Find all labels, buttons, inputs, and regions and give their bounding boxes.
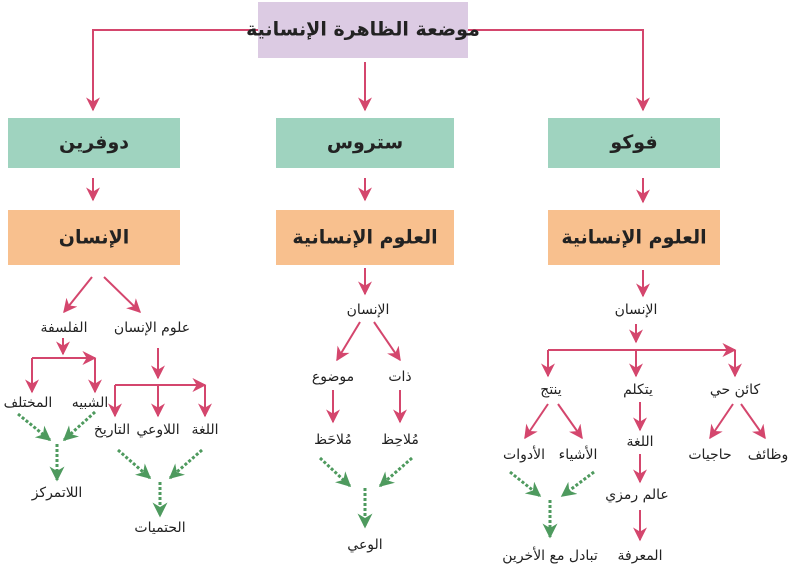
- label-functions: وظائف: [748, 447, 789, 463]
- label-philosophy: الفلسفة: [41, 320, 88, 336]
- label-exchange: تبادل مع الأخرين: [502, 546, 598, 564]
- label-observed: مُلاحَظ: [314, 432, 352, 448]
- label-knowledge: المعرفة: [618, 548, 663, 564]
- green-dashed-arrow: [117, 448, 152, 480]
- title-box: [258, 2, 468, 58]
- label-things: الأشياء: [559, 445, 598, 463]
- label-needs: حاجيات: [688, 447, 731, 463]
- label-language: اللغة: [626, 434, 653, 450]
- label-subject: ذات: [388, 369, 411, 385]
- dufrenne-concept: الإنسان: [59, 227, 129, 249]
- label-human: الإنسان: [347, 302, 390, 318]
- label-decentering: اللاتمركز: [31, 485, 83, 501]
- label-human: الإنسان: [615, 302, 658, 318]
- red-arrow: [63, 276, 93, 314]
- foucault-box: [548, 118, 720, 168]
- green-dashed-arrow: [17, 412, 52, 442]
- label-unconscious: اللاوعي: [136, 422, 179, 438]
- dufrenne-name: دوفرين: [59, 132, 129, 154]
- strauss-concept-box: [276, 210, 454, 265]
- green-dashed-arrow: [378, 456, 413, 488]
- red-arrow: [524, 403, 549, 440]
- red-arrow: [336, 321, 361, 362]
- label-language: اللغة: [191, 422, 218, 438]
- red-arrow: [86, 29, 258, 112]
- red-arrow: [468, 29, 650, 112]
- label-produces: ينتج: [540, 382, 561, 398]
- label-determinisms: الحتميات: [134, 520, 185, 536]
- label-history: التاريخ: [94, 422, 130, 438]
- foucault-concept: العلوم الإنسانية: [561, 227, 706, 249]
- dufrenne-box: [8, 118, 180, 168]
- foucault-name: فوكو: [609, 132, 657, 154]
- green-dashed-arrow: [168, 448, 203, 480]
- label-consciousness: الوعي: [347, 537, 382, 553]
- label-speaks: يتكلم: [623, 382, 653, 398]
- green-dashed-arrow: [560, 470, 595, 498]
- label-different: المختلف: [4, 395, 53, 411]
- label-similar: الشبيه: [72, 395, 109, 411]
- strauss-concept: العلوم الإنسانية: [292, 227, 437, 249]
- strauss-name: ستروس: [327, 132, 403, 154]
- green-dashed-arrow: [509, 470, 542, 498]
- label-living-being: كائن حي: [710, 382, 761, 398]
- dufrenne-concept-box: [8, 210, 180, 265]
- red-arrow: [709, 403, 734, 440]
- label-tools: الأدوات: [503, 445, 545, 463]
- strauss-box: [276, 118, 454, 168]
- label-observer: مُلاحِظ: [381, 432, 419, 448]
- label-symbolic-world: عالم رمزي: [605, 487, 669, 503]
- red-arrow: [557, 403, 583, 440]
- label-object: موضوع: [312, 369, 354, 385]
- green-dashed-arrow: [318, 456, 352, 488]
- red-arrow: [103, 276, 142, 313]
- label-human-sciences: علوم الإنسان: [114, 320, 190, 336]
- red-arrow: [373, 321, 401, 362]
- red-arrow: [740, 403, 766, 440]
- foucault-concept-box: [548, 210, 720, 265]
- title: موضعة الظاهرة الإنسانية: [246, 19, 480, 41]
- green-dashed-arrow: [62, 410, 97, 442]
